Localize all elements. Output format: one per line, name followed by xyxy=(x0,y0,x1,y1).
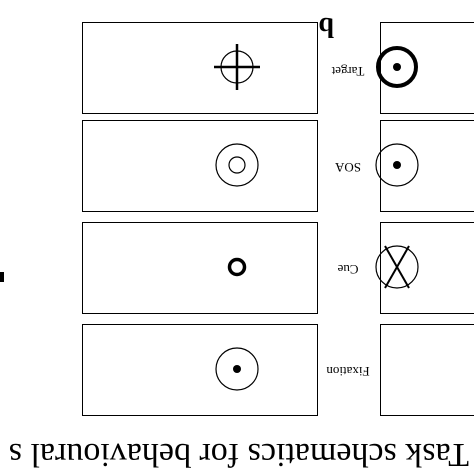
soa-double-ring-symbol xyxy=(215,143,259,187)
stage-label-soa: SOA xyxy=(335,160,362,175)
panel-cue-middle xyxy=(82,222,318,314)
stage-label-target: Target xyxy=(331,64,365,79)
panel-fixation-middle xyxy=(82,324,318,416)
panel-cue-right xyxy=(375,222,474,314)
figure-caption: Task schematics for behavioural s xyxy=(8,436,469,473)
panel-fixation-right xyxy=(380,324,474,416)
soa-dot-circle-symbol xyxy=(375,143,419,187)
cropped-fragment xyxy=(0,272,4,282)
fixation-small-dot-symbol xyxy=(215,347,259,391)
panel-soa-right xyxy=(375,120,474,212)
stage-label-fixation: Fixation xyxy=(326,364,370,379)
panel-target-middle xyxy=(82,22,318,114)
cue-x-circle-symbol xyxy=(375,245,419,289)
stage-label-cue: Cue xyxy=(337,262,359,277)
target-bold-ring-symbol xyxy=(376,46,418,88)
panel-soa-middle xyxy=(82,120,318,212)
panel-target-right xyxy=(376,22,474,114)
cue-bold-ring-symbol xyxy=(227,257,247,277)
target-crosshair-symbol xyxy=(214,44,260,90)
panel-letter: b xyxy=(318,11,334,42)
